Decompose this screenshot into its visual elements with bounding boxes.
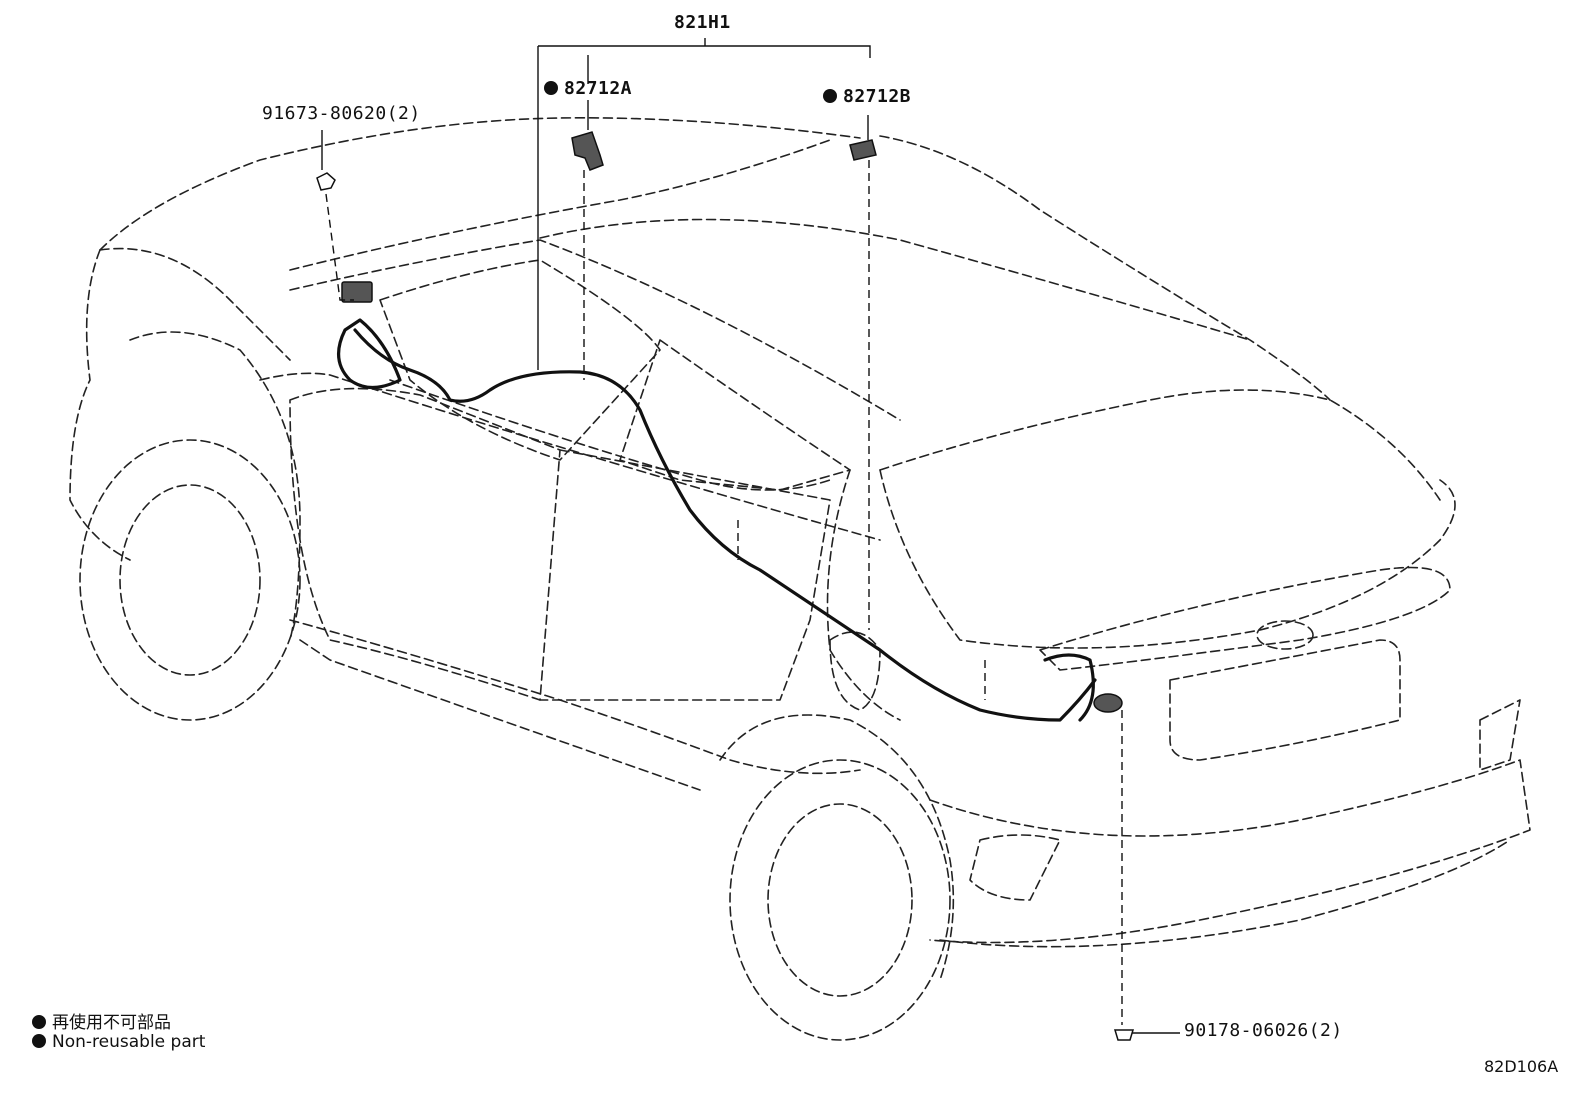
legend-ja-text: 再使用不可部品 [52,1013,171,1033]
quarter-panel [826,469,901,721]
bracket-821H1 [537,38,871,370]
part-label-bolt-top: 91673-80620(2) [262,103,421,124]
legend-ja: 再使用不可部品 [32,1008,171,1033]
front-door [289,387,561,701]
dash-bracket-inner [737,520,986,700]
rear-wheel-outer [729,759,951,1041]
dash-bolt-top [325,193,354,301]
reflector-left [969,834,1061,901]
rear-wheel-inner [767,803,913,997]
front-window [379,259,661,461]
reflector-right [1479,699,1521,771]
front-wheel-inner [119,484,261,676]
part-number-82712A: 82712A [564,78,633,99]
rear-door-window [619,339,851,491]
bullet-dot-icon [32,1034,46,1048]
tail-light [1039,566,1451,671]
rear-hatch [879,469,1456,649]
wire-harness-front [337,318,402,390]
roof-panel [539,218,1251,341]
front-bumper [69,249,131,561]
legend-en-text: Non-reusable part [52,1032,206,1052]
roof-inner [289,139,831,271]
roof-outline [99,117,861,251]
legend-en: Non-reusable part [32,1032,205,1052]
connector-82712B [849,139,877,161]
side-window-line [389,379,831,491]
rear-bumper [929,759,1531,944]
license-plate [1169,639,1401,761]
wire-harness [353,328,1097,722]
non-reusable-dot-icon [823,89,837,103]
bolt-top [316,172,336,191]
rear-door [539,449,831,701]
part-label-bolt-bottom: 90178-06026(2) [1184,1020,1343,1041]
bullet-dot-icon [32,1015,46,1029]
rocker [299,639,701,791]
connector-82712A [571,131,604,171]
windshield [289,239,901,421]
rear-window-top [879,389,1441,501]
rear-fender-arch [719,714,955,981]
part-label-821H1: 821H1 [674,12,731,33]
bolt-bottom [1113,1029,1135,1041]
grommet [1093,693,1123,713]
fuel-door [829,631,881,711]
bracket-top [341,281,373,303]
part-number-82712B: 82712B [843,86,912,107]
front-wheel-outer [79,439,301,721]
front-fender [129,331,301,641]
part-label-82712A: 82712A [544,78,632,99]
part-label-82712B: 82712B [823,86,911,107]
emblem [1256,620,1314,650]
hood-edge [99,247,291,361]
roof-rail [879,135,1331,401]
sill [289,619,861,775]
rear-bumper-lower [939,839,1511,948]
figure-code: 82D106A [1484,1057,1559,1076]
body-side-upper [259,372,881,541]
wire-harness-rear [1043,653,1095,722]
non-reusable-dot-icon [544,81,558,95]
